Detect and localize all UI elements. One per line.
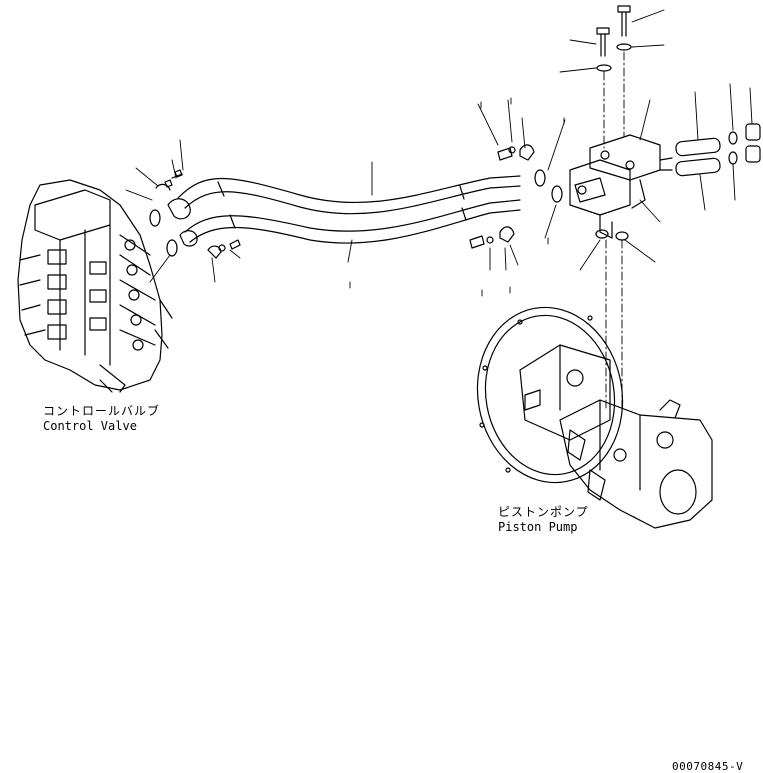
left-fittings [149,169,241,259]
control-valve-label-jp: コントロールバルブ [43,404,161,418]
leader-lines [125,9,753,283]
hose-upper [177,175,521,215]
control-valve-label-en: Control Valve [43,419,137,433]
piston-pump [476,306,713,529]
part-number-marks [349,97,565,297]
piston-pump-label-jp: ピストンポンプ [498,505,589,519]
right-fittings [469,144,629,249]
manifold-block [569,5,761,411]
drawing-code: 00070845-V [672,760,744,773]
hose-lower [184,199,521,244]
piston-pump-label-en: Piston Pump [498,520,578,534]
control-valve [17,179,173,393]
